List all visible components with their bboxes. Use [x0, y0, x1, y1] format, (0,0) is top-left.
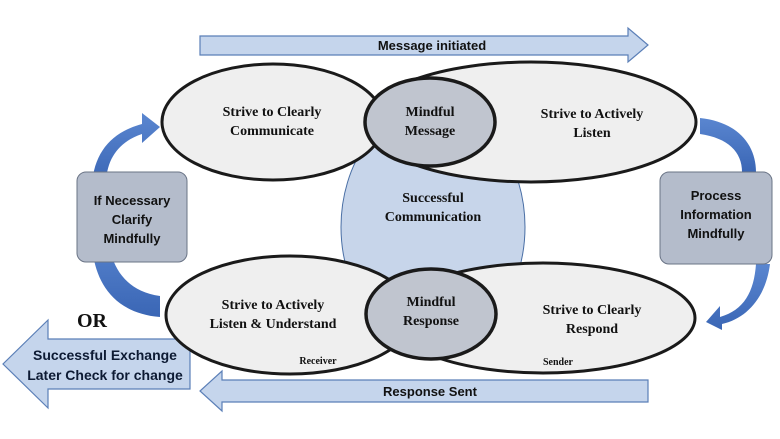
process-box-line2: Information: [680, 207, 752, 222]
successful-communication-line2: Communication: [385, 210, 482, 225]
or-label: OR: [77, 310, 108, 332]
communicate-line1: Strive to Clearly: [223, 105, 322, 120]
sender-label: Sender: [543, 357, 574, 368]
communicate-line2: Communicate: [230, 124, 314, 139]
clearly-respond-line1: Strive to Clearly: [543, 303, 642, 318]
mindful-message-ellipse: [363, 76, 497, 168]
mindful-response-line2: Response: [403, 314, 459, 329]
process-box-line3: Mindfully: [687, 226, 745, 241]
receiver-label: Receiver: [299, 356, 337, 367]
actively-listen-line1: Strive to Actively: [541, 107, 644, 122]
successful-exchange-line2: Later Check for change: [27, 367, 183, 383]
message-initiated-arrow: Message initiated: [199, 26, 649, 64]
mindful-response-ellipse: [364, 267, 498, 361]
mindful-response-line1: Mindful: [406, 295, 455, 310]
clarify-box-line3: Mindfully: [103, 231, 161, 246]
mindful-message-line1: Mindful: [405, 105, 454, 120]
listen-understand-line2: Listen & Understand: [210, 317, 337, 332]
clearly-respond-line2: Respond: [566, 322, 618, 337]
process-box-line1: Process: [691, 188, 742, 203]
clarify-box-line1: If Necessary: [94, 193, 171, 208]
response-sent-arrow: Response Sent: [199, 369, 649, 413]
successful-exchange-line1: Successful Exchange: [33, 347, 177, 363]
actively-listen-line2: Listen: [573, 126, 611, 141]
right-curved-arrow: [700, 118, 770, 330]
clarify-mindfully-box: If Necessary Clarify Mindfully: [76, 171, 188, 263]
clarify-box-line2: Clarify: [112, 212, 153, 227]
successful-communication-line1: Successful: [402, 191, 464, 206]
response-sent-label: Response Sent: [383, 384, 478, 399]
process-information-box: Process Information Mindfully: [659, 171, 773, 265]
successful-exchange-arrow: Successful Exchange Later Check for chan…: [2, 318, 191, 410]
strive-clearly-communicate-ellipse: [160, 62, 386, 182]
mindful-message-line2: Message: [405, 124, 456, 139]
message-initiated-label: Message initiated: [378, 38, 486, 53]
listen-understand-line1: Strive to Actively: [222, 298, 325, 313]
